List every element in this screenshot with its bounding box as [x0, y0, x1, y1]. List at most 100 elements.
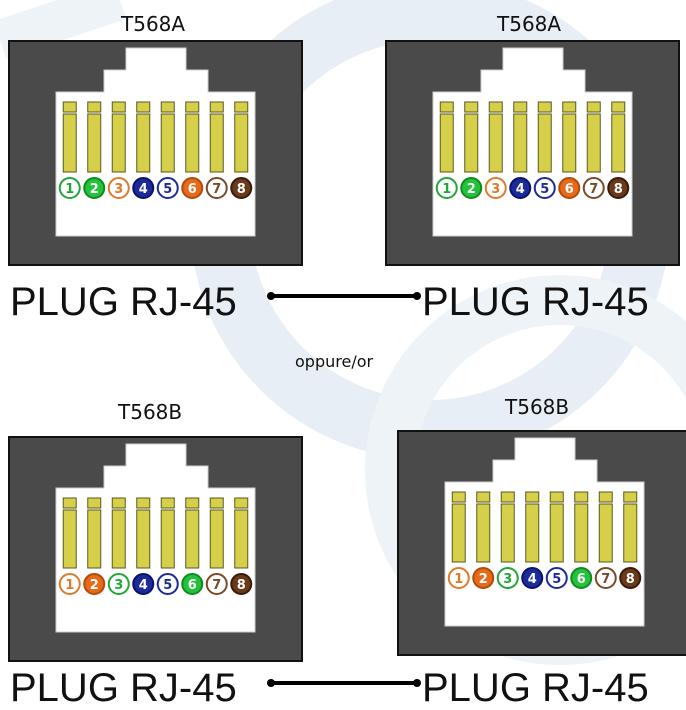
wire-color-dot-7: 7	[594, 567, 617, 589]
pin-4: 4	[521, 491, 544, 589]
plug-caption-bottom-right: PLUG RJ-45	[422, 666, 649, 710]
pin-3: 3	[484, 101, 507, 199]
wire-color-dot-1: 1	[58, 177, 81, 199]
pin-number-label: 4	[139, 182, 148, 197]
pin-number-label: 1	[65, 578, 74, 593]
wire-color-dot-1: 1	[435, 177, 458, 199]
pin-5: 5	[156, 101, 179, 199]
pin-8: 8	[619, 491, 642, 589]
pin-number-label: 3	[491, 182, 500, 197]
wire-color-dot-2: 2	[83, 177, 106, 199]
wire-color-dot-7: 7	[205, 573, 228, 595]
wire-color-dot-4: 4	[509, 177, 532, 199]
pin-2: 2	[472, 491, 495, 589]
standard-label-top-right: T568A	[497, 12, 562, 36]
pin-7: 7	[594, 491, 617, 589]
pin-number-label: 8	[237, 182, 246, 197]
pin-2: 2	[460, 101, 483, 199]
wire-color-dot-6: 6	[570, 567, 593, 589]
wire-color-dot-4: 4	[132, 573, 155, 595]
pin-number-label: 6	[188, 578, 197, 593]
pin-6: 6	[558, 101, 581, 199]
pin-1: 1	[58, 497, 81, 595]
pin-3: 3	[107, 101, 130, 199]
pin-number-label: 7	[589, 182, 598, 197]
plug-caption-top-right: PLUG RJ-45	[422, 280, 649, 324]
pin-number-label: 8	[237, 578, 246, 593]
wire-color-dot-4: 4	[521, 567, 544, 589]
pin-6: 6	[181, 497, 204, 595]
cable-connector-top	[267, 292, 421, 300]
wire-color-dot-8: 8	[230, 573, 253, 595]
wire-color-dot-7: 7	[582, 177, 605, 199]
pin-number-label: 7	[212, 182, 221, 197]
wire-color-dot-1: 1	[58, 573, 81, 595]
pin-number-label: 4	[139, 578, 148, 593]
plug-caption-bottom-left: PLUG RJ-45	[10, 666, 237, 710]
pin-number-label: 2	[90, 578, 99, 593]
pin-number-label: 1	[442, 182, 451, 197]
wire-color-dot-8: 8	[230, 177, 253, 199]
pin-1: 1	[447, 491, 470, 589]
wire-color-dot-6: 6	[181, 573, 204, 595]
pin-1: 1	[435, 101, 458, 199]
wire-color-dot-2: 2	[472, 567, 495, 589]
pin-number-label: 7	[601, 572, 610, 587]
pin-5: 5	[156, 497, 179, 595]
pin-number-label: 6	[565, 182, 574, 197]
wire-color-dot-3: 3	[496, 567, 519, 589]
pin-number-label: 7	[212, 578, 221, 593]
wire-color-dot-6: 6	[558, 177, 581, 199]
pin-number-label: 6	[577, 572, 586, 587]
plug-caption-top-left: PLUG RJ-45	[10, 280, 237, 324]
pin-5: 5	[545, 491, 568, 589]
pin-8: 8	[607, 101, 630, 199]
pin-number-label: 5	[540, 182, 549, 197]
wire-color-dot-6: 6	[181, 177, 204, 199]
pin-7: 7	[205, 497, 228, 595]
pin-number-label: 5	[552, 572, 561, 587]
pin-number-label: 3	[114, 182, 123, 197]
standard-label-bottom-left: T568B	[118, 400, 183, 424]
wire-color-dot-5: 5	[533, 177, 556, 199]
cable-connector-bottom	[267, 679, 421, 687]
wire-color-dot-3: 3	[107, 177, 130, 199]
pin-number-label: 5	[163, 578, 172, 593]
pin-number-label: 3	[503, 572, 512, 587]
pin-number-label: 8	[626, 572, 635, 587]
pin-number-label: 8	[614, 182, 623, 197]
wire-color-dot-5: 5	[545, 567, 568, 589]
pin-number-label: 1	[65, 182, 74, 197]
pin-number-label: 2	[479, 572, 488, 587]
wire-color-dot-4: 4	[132, 177, 155, 199]
wire-color-dot-7: 7	[205, 177, 228, 199]
wire-color-dot-8: 8	[607, 177, 630, 199]
pin-8: 8	[230, 101, 253, 199]
pin-3: 3	[496, 491, 519, 589]
pin-number-label: 2	[90, 182, 99, 197]
pin-2: 2	[83, 497, 106, 595]
pin-6: 6	[570, 491, 593, 589]
pin-1: 1	[58, 101, 81, 199]
wire-color-dot-2: 2	[460, 177, 483, 199]
wire-color-dot-3: 3	[107, 573, 130, 595]
separator-text: oppure/or	[295, 352, 374, 371]
pin-7: 7	[582, 101, 605, 199]
wire-color-dot-5: 5	[156, 177, 179, 199]
pin-number-label: 4	[528, 572, 537, 587]
standard-label-bottom-right: T568B	[505, 395, 570, 419]
wire-color-dot-5: 5	[156, 573, 179, 595]
pin-7: 7	[205, 101, 228, 199]
pin-number-label: 4	[516, 182, 525, 197]
pin-4: 4	[509, 101, 532, 199]
wire-color-dot-8: 8	[619, 567, 642, 589]
pin-4: 4	[132, 101, 155, 199]
